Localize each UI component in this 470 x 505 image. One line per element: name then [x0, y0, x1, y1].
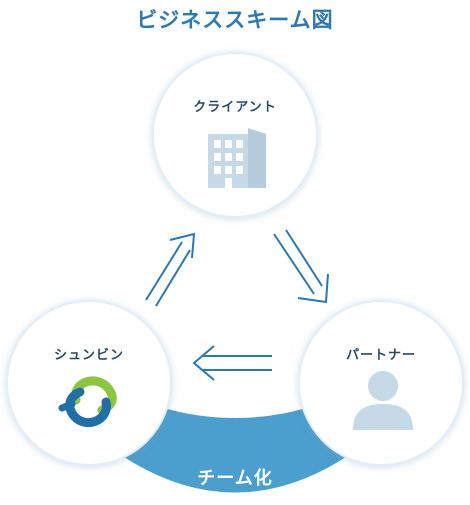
shunbin-logo [58, 376, 117, 427]
building-icon [208, 128, 266, 188]
arrow-client-to-partner [273, 229, 329, 304]
page-title: ビジネススキーム図 [136, 8, 334, 32]
shunbin-node: シュンビン [6, 300, 172, 466]
person-icon [353, 371, 413, 430]
partner-label: パートナー [345, 348, 416, 363]
partner-node: パートナー [298, 300, 464, 466]
client-node: クライアント [152, 52, 318, 218]
arrow-shunbin-to-client [145, 232, 196, 307]
arrow-partner-to-shunbin [192, 345, 272, 381]
shunbin-label: シュンビン [53, 348, 124, 363]
team-label: チーム化 [197, 468, 273, 489]
client-label: クライアント [193, 100, 277, 115]
